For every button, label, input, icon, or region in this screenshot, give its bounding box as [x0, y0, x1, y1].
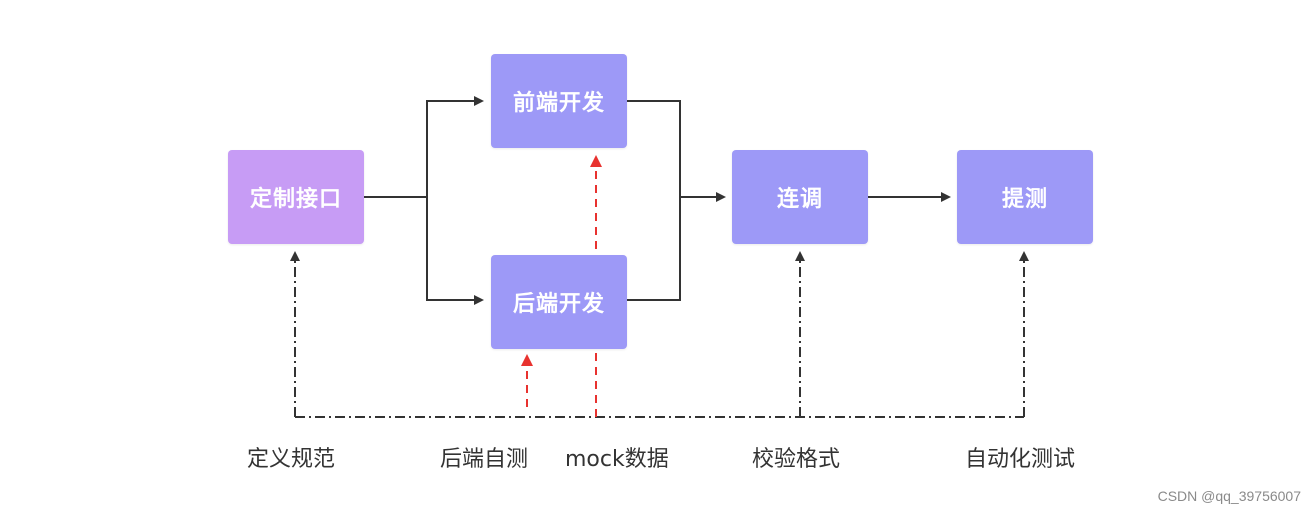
- node-define-interface: 定制接口: [228, 150, 364, 244]
- node-submit-test: 提测: [957, 150, 1093, 244]
- node-backend-dev: 后端开发: [491, 255, 627, 349]
- label-validate-format: 校验格式: [752, 447, 841, 472]
- label-auto-test: 自动化测试: [965, 447, 1076, 472]
- edge-split-to-frontend: [426, 96, 484, 197]
- label-define-spec: 定义规范: [247, 447, 336, 472]
- node-frontend-dev: 前端开发: [491, 54, 627, 148]
- node-joint-debug: 连调: [732, 150, 868, 244]
- label-backend-selftest: 后端自测: [440, 447, 529, 472]
- edge-split-to-backend: [426, 197, 484, 305]
- label-mock-data: mock数据: [565, 447, 669, 472]
- watermark: CSDN @qq_39756007: [1157, 488, 1301, 504]
- edge-backend-to-merge: [627, 197, 681, 301]
- edge-frontend-to-merge: [627, 100, 681, 197]
